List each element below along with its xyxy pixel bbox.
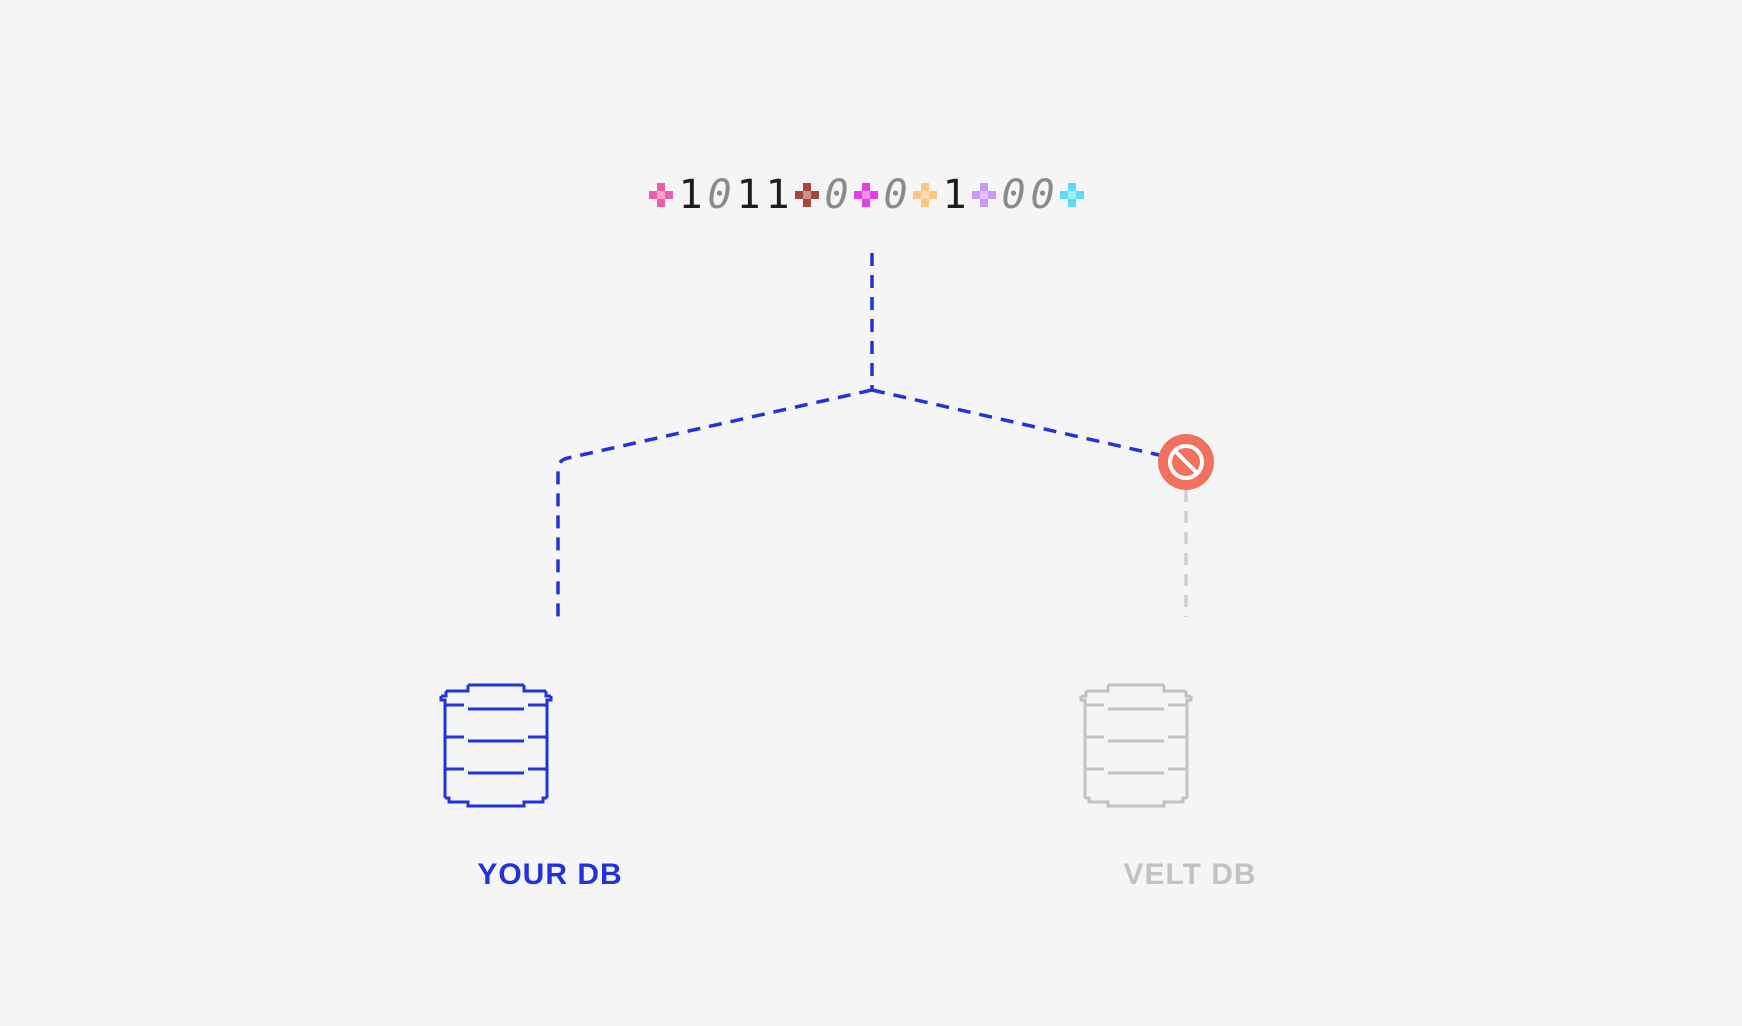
- bit-digit: 0: [883, 172, 908, 218]
- database-icon-stroke: [522, 685, 546, 693]
- bit-digit: 0: [1030, 172, 1055, 218]
- pixel-plus-icon: [910, 180, 940, 210]
- velt-db-label: VELT DB: [1123, 858, 1257, 891]
- database-icon-stroke: [439, 696, 447, 798]
- velt-db-database-icon: [1079, 683, 1193, 808]
- pixel-plus-icon: [851, 180, 881, 210]
- bit-digit: 0: [1001, 172, 1026, 218]
- pixel-plus-icon: [646, 180, 676, 210]
- your-db-label: YOUR DB: [477, 858, 623, 891]
- bit-digit: 0: [707, 172, 732, 218]
- database-icon-stroke: [1081, 691, 1088, 698]
- bit-digit: 1: [765, 172, 790, 218]
- database-icon-stroke: [544, 691, 551, 698]
- bit-digit: 1: [678, 172, 703, 218]
- your-db-database-icon: [439, 683, 553, 808]
- blocked-icon: [1158, 434, 1214, 490]
- pixel-plus-icon: [969, 180, 999, 210]
- database-icon-stroke: [1184, 691, 1191, 698]
- bit-digit: 0: [824, 172, 849, 218]
- database-icon-stroke: [1162, 685, 1186, 693]
- connector-lines: [556, 253, 1188, 617]
- database-icon-stroke: [441, 691, 448, 698]
- database-icon-stroke: [1079, 696, 1087, 798]
- database-icon-stroke: [545, 696, 553, 798]
- database-icon-stroke: [446, 685, 470, 693]
- bit-digit: 1: [736, 172, 761, 218]
- database-icon-stroke: [445, 796, 547, 808]
- database-icon-stroke: [1086, 685, 1110, 693]
- bit-digit: 1: [942, 172, 967, 218]
- velt-db-connector: [871, 388, 1169, 459]
- database-icon-stroke: [1185, 696, 1193, 798]
- pixel-plus-icon: [1057, 180, 1087, 210]
- database-icon-stroke: [1085, 796, 1187, 808]
- your-db-connector: [556, 388, 873, 617]
- pixel-plus-icon: [792, 180, 822, 210]
